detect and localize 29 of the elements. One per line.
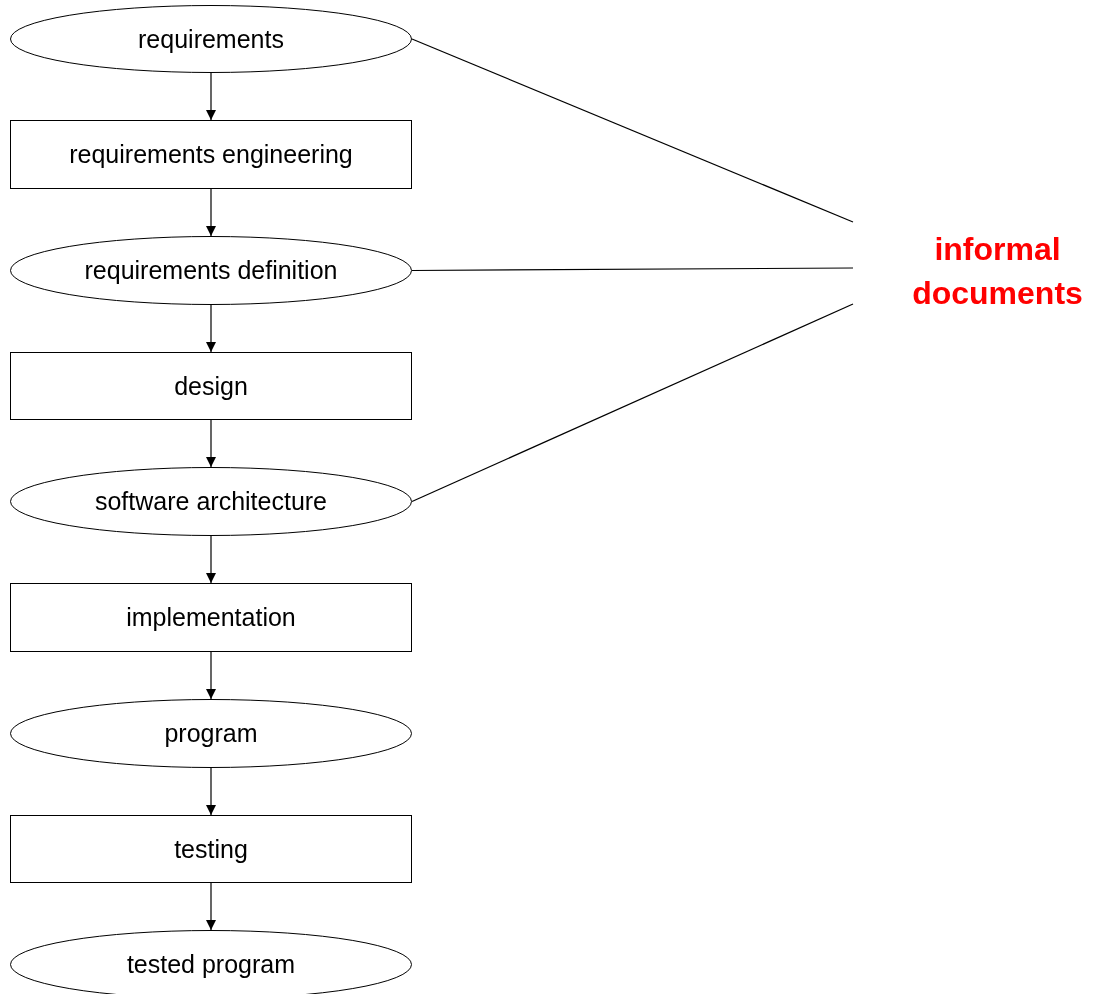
connector-line bbox=[411, 38, 854, 223]
arrow bbox=[206, 651, 216, 700]
arrow bbox=[206, 419, 216, 468]
node-label: testing bbox=[174, 834, 248, 864]
node-label: requirements bbox=[138, 24, 284, 54]
node-label: implementation bbox=[126, 603, 296, 632]
arrow bbox=[206, 188, 216, 237]
connector-line bbox=[411, 303, 854, 503]
node-label: informal documents bbox=[911, 230, 1084, 313]
arrow bbox=[206, 767, 216, 816]
arrow bbox=[206, 304, 216, 353]
process-box bbox=[10, 815, 412, 883]
node-label: design bbox=[174, 371, 248, 401]
data-ellipse bbox=[10, 5, 412, 73]
data-ellipse bbox=[10, 699, 412, 768]
arrow bbox=[206, 72, 216, 121]
node-label: program bbox=[164, 719, 258, 748]
node-label: requirements definition bbox=[84, 256, 338, 285]
arrow bbox=[206, 535, 216, 584]
node-label: tested program bbox=[126, 950, 296, 979]
arrow bbox=[206, 882, 216, 931]
node-label: software architecture bbox=[94, 487, 327, 516]
node-label: requirements engineering bbox=[69, 140, 353, 169]
process-box bbox=[10, 352, 412, 420]
data-ellipse bbox=[10, 467, 412, 536]
process-box bbox=[10, 583, 412, 652]
connector-line bbox=[411, 267, 854, 272]
data-ellipse bbox=[10, 236, 412, 305]
process-box bbox=[10, 120, 412, 189]
